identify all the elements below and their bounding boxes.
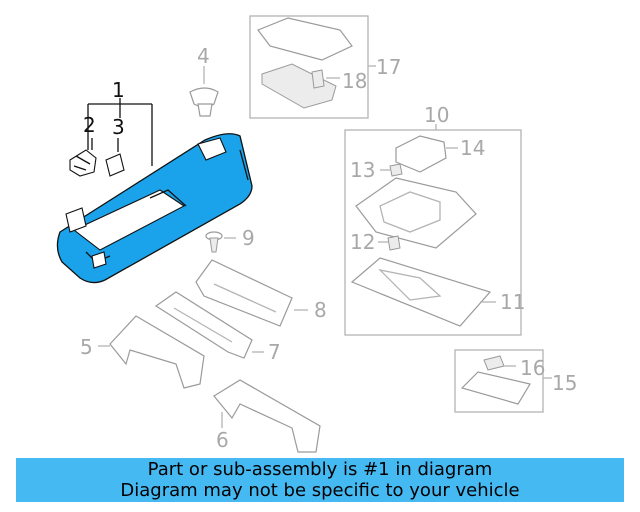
part-6-grab-handle[interactable] (213, 379, 321, 453)
callout-10: 10 (424, 103, 449, 127)
callout-3: 3 (112, 115, 125, 139)
part-10-box[interactable] (344, 124, 522, 336)
callout-9: 9 (242, 226, 255, 250)
callout-11: 11 (500, 290, 525, 314)
callout-7: 7 (268, 340, 281, 364)
part-7-bracket[interactable] (154, 291, 264, 359)
callout-4: 4 (197, 44, 210, 68)
callout-15: 15 (552, 371, 577, 395)
info-banner: Part or sub-assembly is #1 in diagram Di… (16, 458, 624, 502)
callout-17: 17 (376, 55, 401, 79)
callout-8: 8 (314, 298, 327, 322)
part-8-bracket[interactable] (195, 259, 308, 327)
callout-6: 6 (216, 428, 229, 452)
banner-line-1: Part or sub-assembly is #1 in diagram (147, 459, 493, 480)
callout-18: 18 (342, 69, 367, 93)
part-17-box[interactable] (249, 15, 376, 119)
callout-12: 12 (350, 230, 375, 254)
visor-cover-part-3[interactable] (105, 153, 125, 177)
visor-clip-part-2[interactable] (69, 149, 97, 177)
part-15-box[interactable] (454, 349, 552, 413)
callout-14: 14 (460, 136, 485, 160)
callout-1: 1 (112, 78, 125, 102)
banner-line-2: Diagram may not be specific to your vehi… (120, 480, 520, 501)
part-9-screw[interactable] (205, 231, 236, 253)
callout-2: 2 (83, 113, 96, 137)
part-5-grab-handle[interactable] (98, 315, 205, 389)
callout-16: 16 (520, 356, 545, 380)
sun-visor-assembly[interactable] (56, 133, 253, 284)
callout-lines-1-2-3 (87, 98, 153, 166)
callout-5: 5 (80, 335, 93, 359)
callout-13: 13 (350, 158, 375, 182)
part-4-clip[interactable] (189, 66, 219, 117)
